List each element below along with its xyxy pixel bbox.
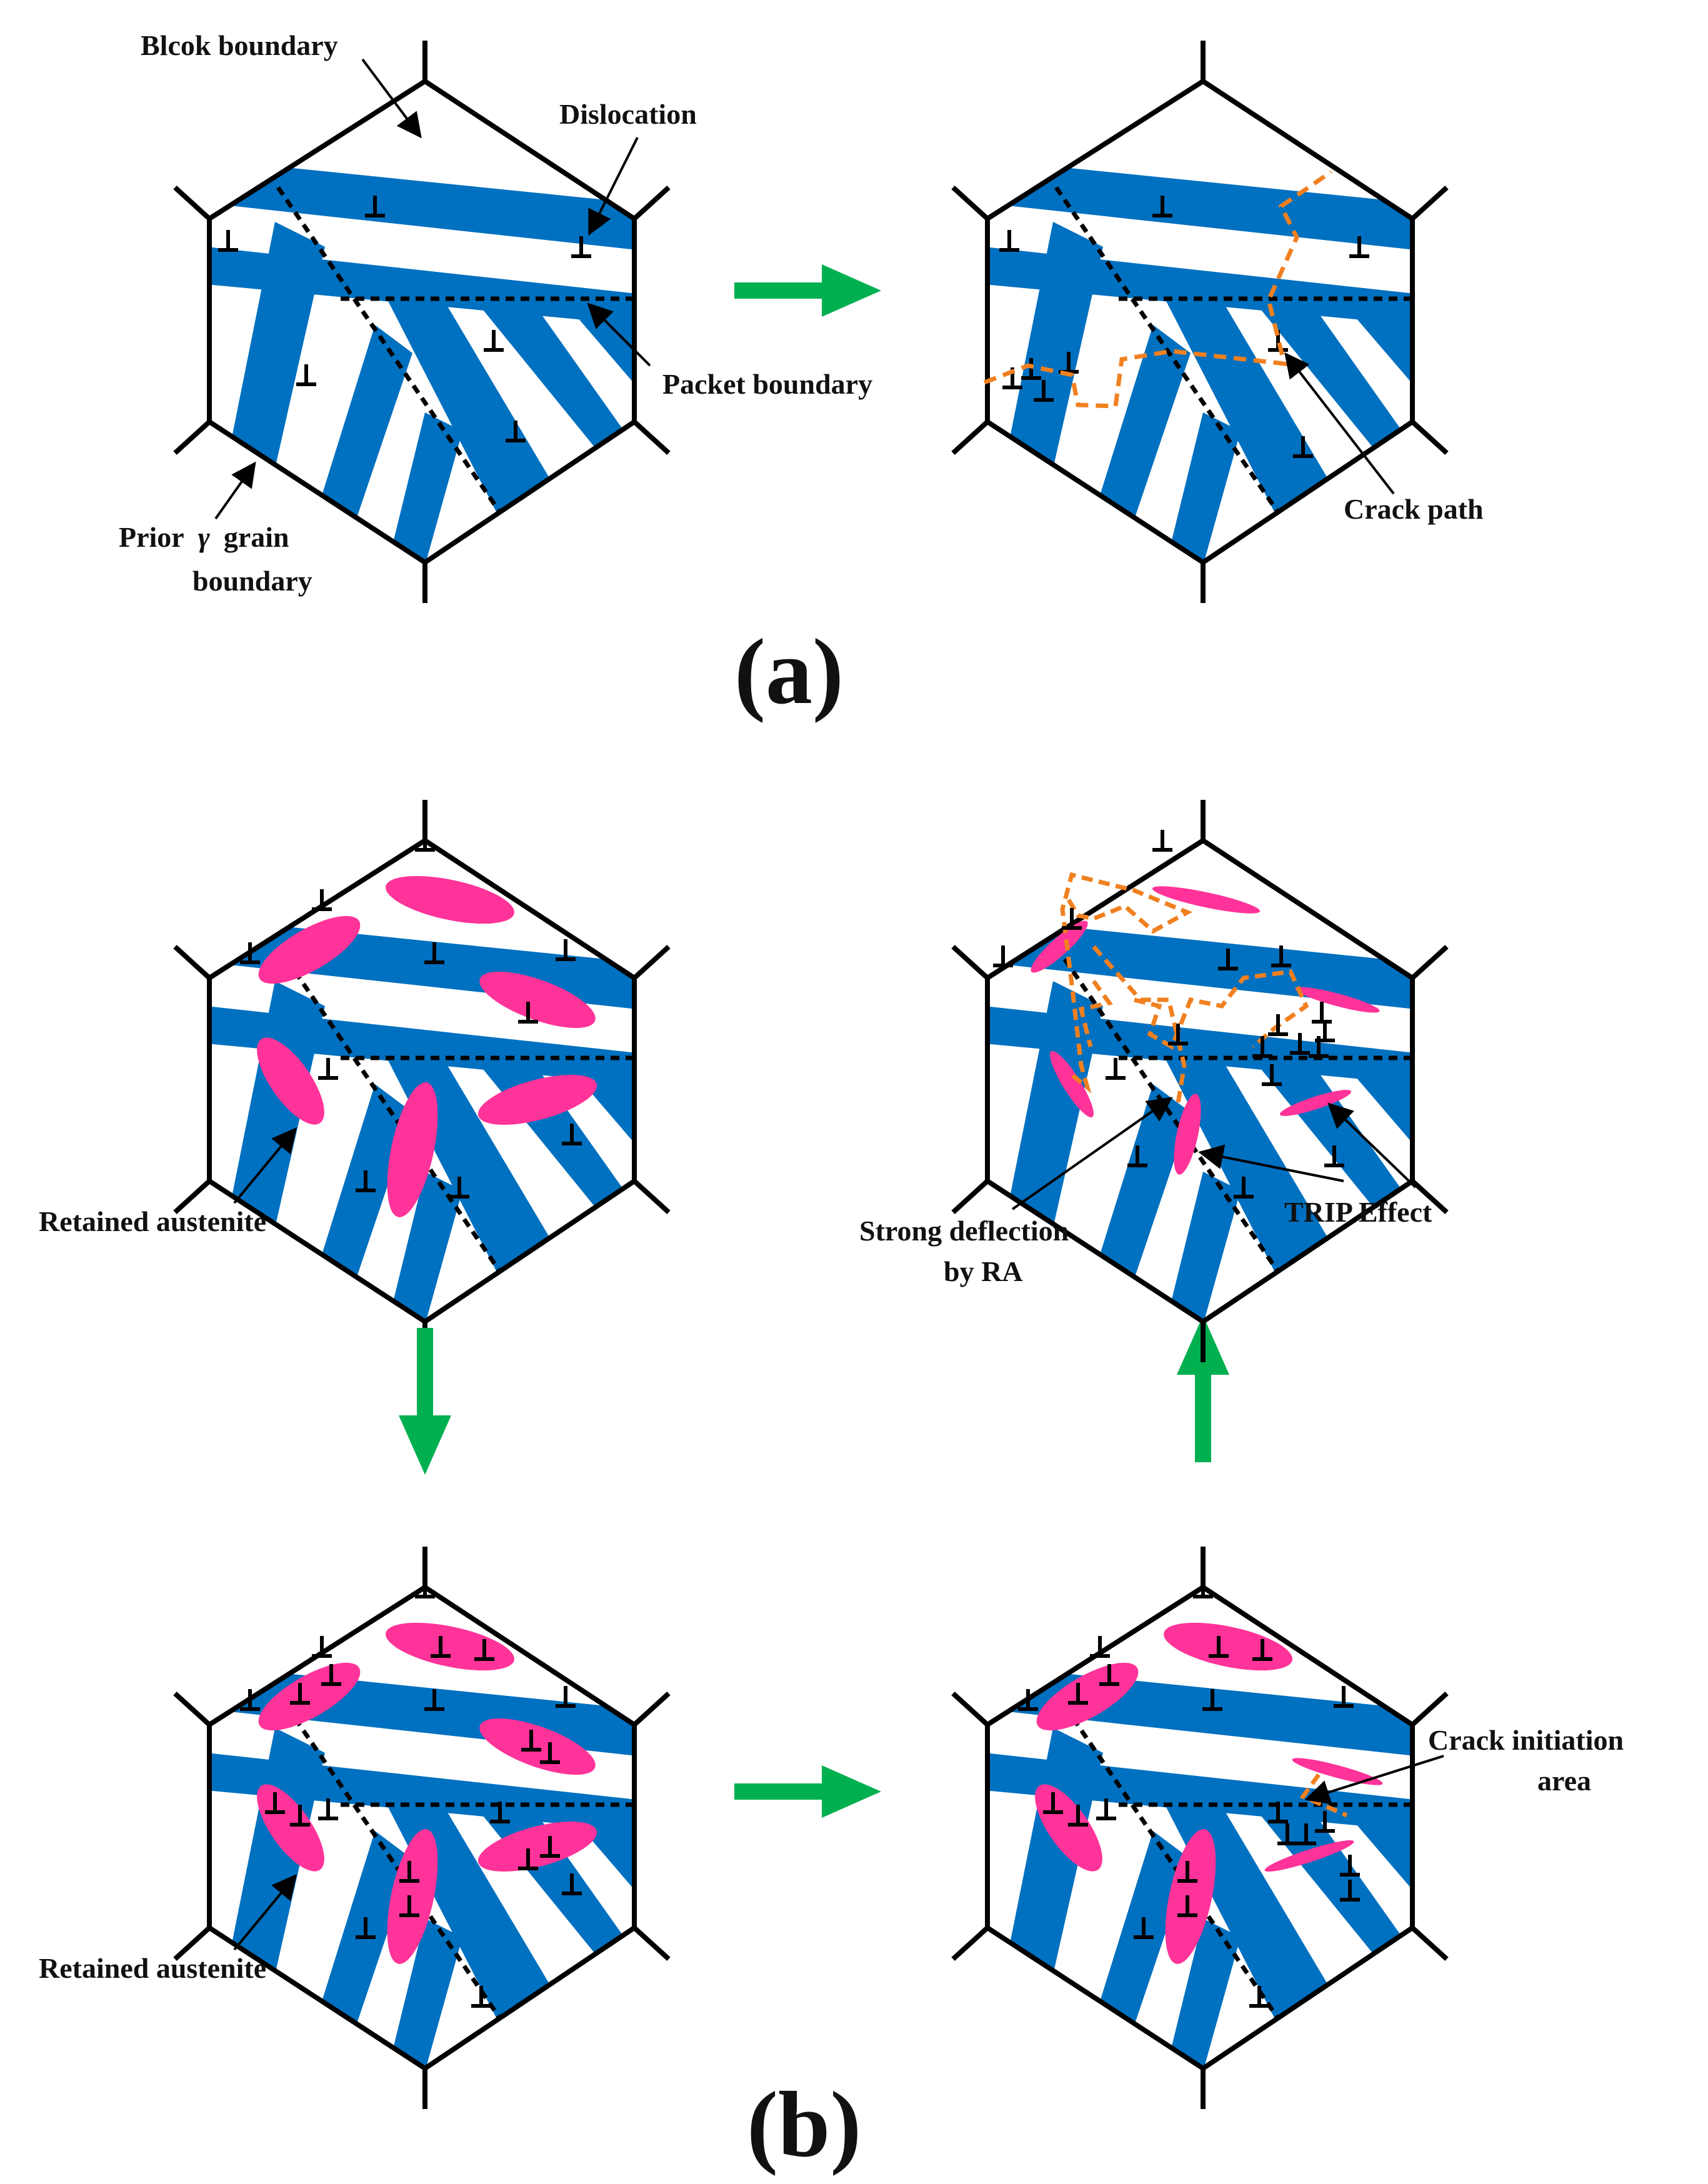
panel-label-a: (a) [734, 620, 844, 724]
label-dislocation: Dislocation [559, 98, 697, 130]
flow-arrow-down [399, 1328, 451, 1475]
label-trip-effect: TRIP Effect [1284, 1196, 1432, 1228]
label-strong-deflection-line2: by RA [944, 1255, 1023, 1287]
grain-b-crack-propagation [953, 800, 1447, 1362]
label-retained-austenite-top: Retained austenite [39, 1205, 266, 1237]
grain-b-strained [175, 1547, 669, 2109]
flow-arrow-right [734, 264, 881, 317]
grain-b-initial [175, 800, 669, 1362]
flow-arrow-right-bottom [734, 1765, 881, 1818]
dislocation-symbol [484, 330, 504, 350]
dislocation-symbol [296, 364, 316, 384]
grain-a-cracked [953, 41, 1447, 603]
crack-path-line [983, 170, 1332, 409]
label-packet-boundary: Packet boundary [662, 368, 872, 400]
label-crack-path: Crack path [1344, 493, 1484, 525]
label-prior-grain-line2: boundary [192, 565, 312, 597]
label-retained-austenite-bottom: Retained austenite [39, 1952, 266, 1984]
label-crack-initiation-line1: Crack initiation [1428, 1724, 1624, 1756]
label-strong-deflection-line1: Strong deflection [859, 1215, 1069, 1247]
panel-label-b: (b) [747, 2073, 861, 2177]
label-crack-initiation-line2: area [1537, 1765, 1591, 1797]
grain-b-crack-initiation [953, 1547, 1447, 2109]
dislocation-symbol [218, 230, 238, 250]
label-block-boundary: Blcok boundary [141, 29, 338, 61]
